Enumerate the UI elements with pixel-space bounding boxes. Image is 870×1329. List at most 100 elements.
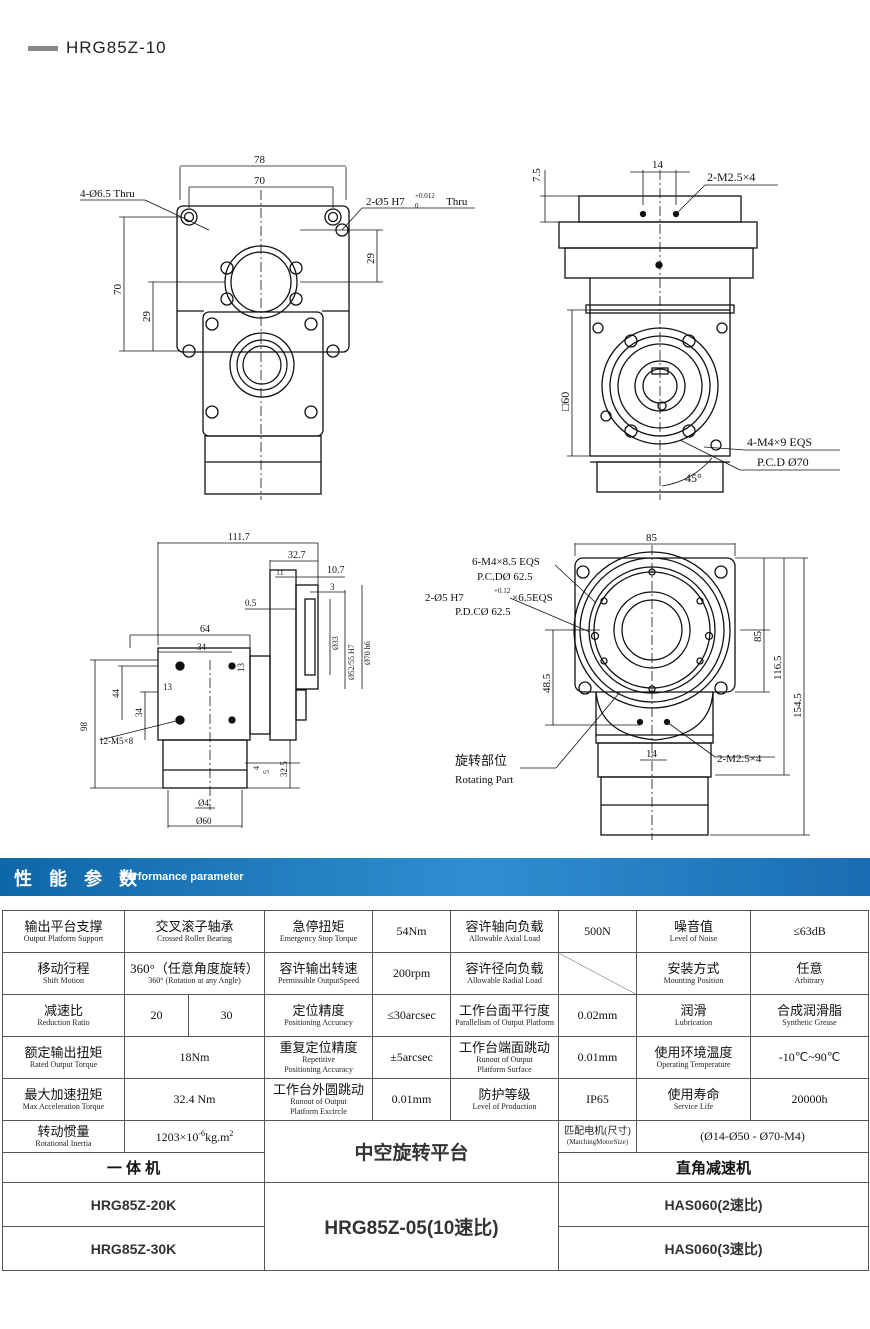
label-rotating-cn: 旋转部位 [455, 753, 507, 768]
bottom-right-view [509, 543, 810, 840]
cell-value: 200rpm [372, 952, 452, 995]
cell-label: 移动行程 [37, 961, 90, 976]
cell-label: 工作台面平行度 [459, 1003, 551, 1018]
cell-label: 润滑 [680, 1003, 707, 1018]
dim-4: 4 [252, 766, 261, 770]
page-header: HRG85Z-10 [28, 36, 167, 60]
cell-label: 定位精度 [292, 1003, 345, 1018]
label-pcd70: P.C.D Ø70 [757, 455, 809, 469]
top-left-view [80, 165, 475, 500]
performance-header: 性 能 参 数 Performance parameter [0, 858, 870, 896]
cell-label: 减速比 [43, 1003, 83, 1018]
dim-14: 14 [652, 159, 664, 171]
cell-label: 容许轴向负载 [465, 919, 544, 934]
cell-value-en: 360° (Rotation at any Angle) [148, 976, 241, 985]
cell-label-en: Level of Noise [669, 934, 718, 943]
label-pcd1: P.C.DØ 62.5 [477, 571, 533, 583]
dim-32-7: 32.7 [288, 550, 306, 561]
label-pin2: 2-Ø5 H7 [425, 592, 464, 604]
cell-label: 输出平台支撑 [24, 919, 103, 934]
cell-label-en: Repetitive [302, 1055, 335, 1064]
dim-phi33: Ø33 [331, 636, 340, 650]
dim-3: 3 [330, 582, 335, 592]
cell-label: 转动惯量 [37, 1124, 90, 1139]
cell-label-en: Positioning Accuracy [284, 1065, 353, 1074]
cell-value: IP65 [558, 1078, 638, 1121]
cell-label-en: Parallelism of Output Platform [455, 1018, 554, 1027]
model-cell: HRG85Z-30K [1, 1226, 266, 1271]
cell-value-en: Crossed Roller Bearing [156, 934, 233, 943]
model-cell: HAS060(2速比) [558, 1182, 870, 1227]
cell-value: ≤30arcsec [372, 994, 452, 1037]
cell-label: 急停扭矩 [292, 919, 345, 934]
cell-label: 防护等级 [478, 1087, 531, 1102]
table-row: HRG85Z-30K HAS060(3速比) [1, 1226, 870, 1271]
cell-label-en: Platform Excircle [290, 1107, 347, 1116]
model-cell: HAS060(3速比) [558, 1226, 870, 1271]
cell-label: 使用环境温度 [654, 1045, 733, 1060]
bottom-left-view [90, 542, 363, 828]
label-m4-8-5: 6-M4×8.5 EQS [472, 556, 540, 568]
dim-34b: 34 [134, 708, 144, 718]
cell-value: ±5arcsec [372, 1036, 452, 1079]
cell-value: 54Nm [372, 910, 452, 953]
label-pcd2: P.D.CØ 62.5 [455, 606, 511, 618]
cell-label-en: Output Platform Support [23, 934, 104, 943]
dim-14b: 14 [646, 748, 658, 760]
cell-value-en: Arbitrary [794, 976, 825, 985]
cell-label-en: Level of Production [472, 1102, 537, 1111]
dim-v48-5: 48.5 [541, 673, 553, 693]
inertia-unit-exp: 2 [229, 1128, 234, 1138]
cell-value: 任意 [796, 961, 823, 976]
cell-label-en: Allowable Axial Load [468, 934, 541, 943]
cell-label: 匹配电机(尺寸) [564, 1125, 631, 1137]
cell-value: 32.4 Nm [123, 1078, 266, 1121]
cell-value: 30 [187, 994, 266, 1037]
cell-value: -10℃~90℃ [750, 1036, 870, 1079]
cell-label-en: Reduction Ratio [37, 1018, 90, 1027]
label-4-holes: 4-Ø6.5 Thru [80, 188, 135, 200]
cell-label-en: Shift Motion [42, 976, 85, 985]
cell-value: 合成润滑脂 [777, 1003, 843, 1018]
dim-phi4: Ø4 [198, 798, 209, 808]
dim-v70: 70 [112, 284, 124, 296]
label-m5: 12-M5×8 [99, 736, 134, 746]
cell-value-en: Synthetic Grease [782, 1018, 837, 1027]
dim-v85: 85 [752, 631, 764, 643]
top-right-view [540, 170, 840, 500]
left-heading: 一 体 机 [1, 1152, 266, 1183]
cell-label-en: Service Life [673, 1102, 714, 1111]
cell-value: 交叉滚子轴承 [155, 919, 234, 934]
dim-0-5: 0.5 [245, 598, 257, 608]
cell-label-en: Positioning Accuracy [284, 1018, 353, 1027]
technical-drawings: 78 70 4-Ø6.5 Thru 2-Ø5 H7 +0.012 0 Thru … [79, 154, 840, 840]
cell-label: 容许输出转速 [279, 961, 358, 976]
dim-45deg: 45° [685, 471, 702, 485]
cell-value: 360°（任意角度旋转） [130, 961, 259, 976]
cell-label: 最大加速扭矩 [24, 1087, 103, 1102]
dim-70: 70 [254, 175, 266, 187]
dim-v116-5: 116.5 [772, 655, 784, 680]
cell-value: 0.01mm [558, 1036, 638, 1079]
cell-label: 噪音值 [674, 919, 714, 934]
cell-label-en: (MatchingMotorSize) [566, 1137, 629, 1146]
dim-phi70: Ø70 h6 [363, 641, 372, 665]
dim-13a: 13 [236, 663, 246, 673]
dim-32-5: 32.5 [279, 761, 289, 777]
cell-label: 工作台端面跳动 [459, 1040, 551, 1055]
table-row: HRG85Z-20K HRG85Z-05(10速比) HAS060(2速比) [1, 1182, 870, 1271]
model-cell: HRG85Z-20K [1, 1182, 266, 1227]
dim-phi52: Ø52/55 H7 [347, 644, 356, 680]
dim-11: 11 [276, 568, 284, 577]
dim-7-5: 7.5 [531, 168, 543, 182]
dim-10-7: 10.7 [327, 565, 345, 576]
cell-value: 18Nm [123, 1036, 266, 1079]
cell-label-en: Rated Output Torque [29, 1060, 98, 1069]
cell-label: 安装方式 [667, 961, 720, 976]
